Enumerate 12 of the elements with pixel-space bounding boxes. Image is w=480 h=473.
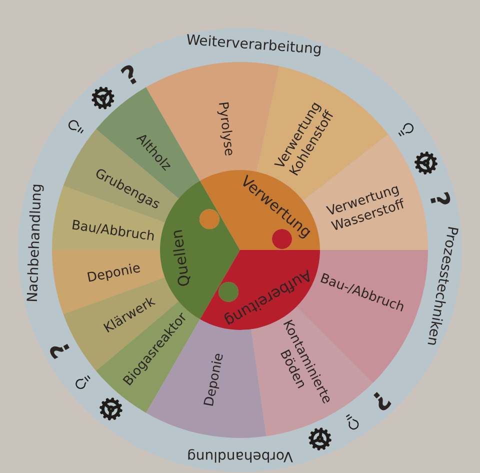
ring-label: Weiterverarbeitung bbox=[186, 34, 323, 58]
sector-label: Pyrolyse bbox=[214, 100, 237, 157]
ring-label: Vorbehandlung bbox=[186, 449, 294, 463]
ring-label: Nachbehandlung bbox=[26, 183, 44, 302]
piece-label: Quellen bbox=[167, 228, 194, 288]
question-mark: ? bbox=[118, 61, 145, 92]
question-mark: ? bbox=[46, 336, 76, 362]
sector-label: Deponie bbox=[86, 261, 142, 288]
sector-label: Deponie bbox=[202, 351, 228, 408]
sector-label: Bau/Abbruch bbox=[70, 218, 156, 246]
question-mark: ? bbox=[424, 190, 454, 211]
question-mark: ? bbox=[365, 385, 394, 415]
